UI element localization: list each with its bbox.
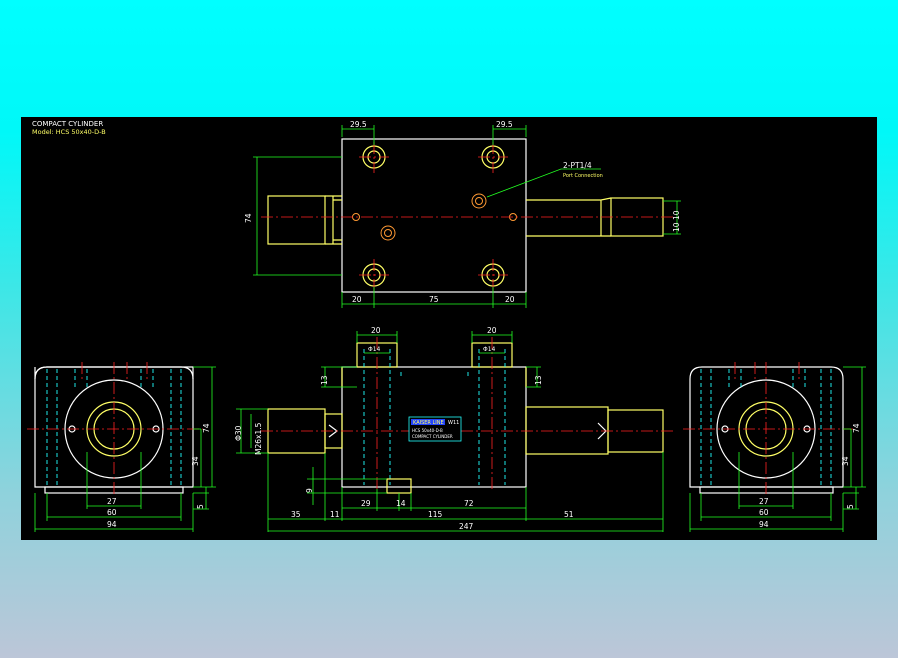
dim-115: 115 [428, 510, 443, 519]
dim-74-top: 74 [244, 213, 253, 223]
dim-14: 14 [396, 499, 406, 508]
dim-phi30: Φ30 [234, 425, 243, 441]
nameplate-code: W11 [448, 420, 459, 426]
dim-20-br: 20 [505, 295, 515, 304]
dim-20-front-r: 20 [487, 326, 497, 335]
port-hole-2 [380, 225, 396, 241]
dim-13-l: 13 [320, 375, 329, 385]
dim-phi14-r: Φ14 [483, 346, 496, 353]
dim-phi14-l: Φ14 [368, 346, 381, 353]
dim-74-side-r: 74 [852, 423, 861, 433]
dim-29: 29 [361, 499, 371, 508]
dim-72: 72 [464, 499, 474, 508]
dim-60-side-l: 60 [107, 508, 117, 517]
dim-94-side-l: 94 [107, 520, 117, 529]
nameplate-brand: KAISER LINE [413, 420, 444, 426]
side-view-right: 74 34 5 27 60 94 [683, 362, 866, 532]
top-view-rod-left [267, 195, 326, 245]
dim-m26: M26x1.5 [254, 422, 263, 455]
dim-74-side-l: 74 [202, 423, 211, 433]
port-callout-sub: Port Connection [563, 173, 603, 179]
dim-29-5-left: 29.5 [350, 120, 367, 129]
dim-94-side-r: 94 [759, 520, 769, 529]
dim-27-side-r: 27 [759, 497, 769, 506]
dim-9: 9 [305, 488, 314, 493]
dim-60-side-r: 60 [759, 508, 769, 517]
dim-247: 247 [459, 522, 474, 531]
dim-34-side-l: 34 [191, 456, 200, 466]
top-view: 29.5 29.5 74 20 75 20 2-PT1/4 Port Conne… [244, 120, 681, 308]
drawing-model: Model: HCS 50x40-D-B [32, 128, 106, 136]
dim-rod-10: 10 [672, 210, 681, 220]
cad-drawing-canvas: COMPACT CYLINDER Model: HCS 50x40-D-B [21, 117, 877, 540]
dim-5-side-l: 5 [196, 504, 205, 509]
front-rod-body-right [525, 406, 609, 455]
dim-13-r: 13 [534, 375, 543, 385]
dim-rod-10b: 10 [672, 222, 681, 232]
dim-20-bl: 20 [352, 295, 362, 304]
front-view: KAISER LINE W11 HCS 50x40-D-B COMPACT CY… [234, 326, 673, 532]
dim-29-5-right: 29.5 [496, 120, 513, 129]
dim-34-side-r: 34 [841, 456, 850, 466]
dim-5-side-r: 5 [846, 504, 855, 509]
front-port [386, 478, 412, 494]
port-hole-1 [471, 193, 487, 209]
dim-75: 75 [429, 295, 439, 304]
drawing-title: COMPACT CYLINDER [32, 120, 103, 128]
dim-27-side-l: 27 [107, 497, 117, 506]
nameplate-line2: COMPACT CYLINDER [412, 434, 453, 439]
cad-drawing: COMPACT CYLINDER Model: HCS 50x40-D-B [27, 120, 866, 532]
nameplate: KAISER LINE W11 HCS 50x40-D-B COMPACT CY… [408, 416, 462, 442]
dim-11: 11 [330, 510, 340, 519]
dim-20-front-l: 20 [371, 326, 381, 335]
port-callout: 2-PT1/4 [563, 161, 592, 170]
dim-51: 51 [564, 510, 574, 519]
top-view-body [341, 138, 527, 293]
nameplate-line1: HCS 50x40-D-B [412, 428, 443, 433]
side-view-left: 74 34 5 27 60 94 [27, 362, 216, 532]
dim-35: 35 [291, 510, 301, 519]
